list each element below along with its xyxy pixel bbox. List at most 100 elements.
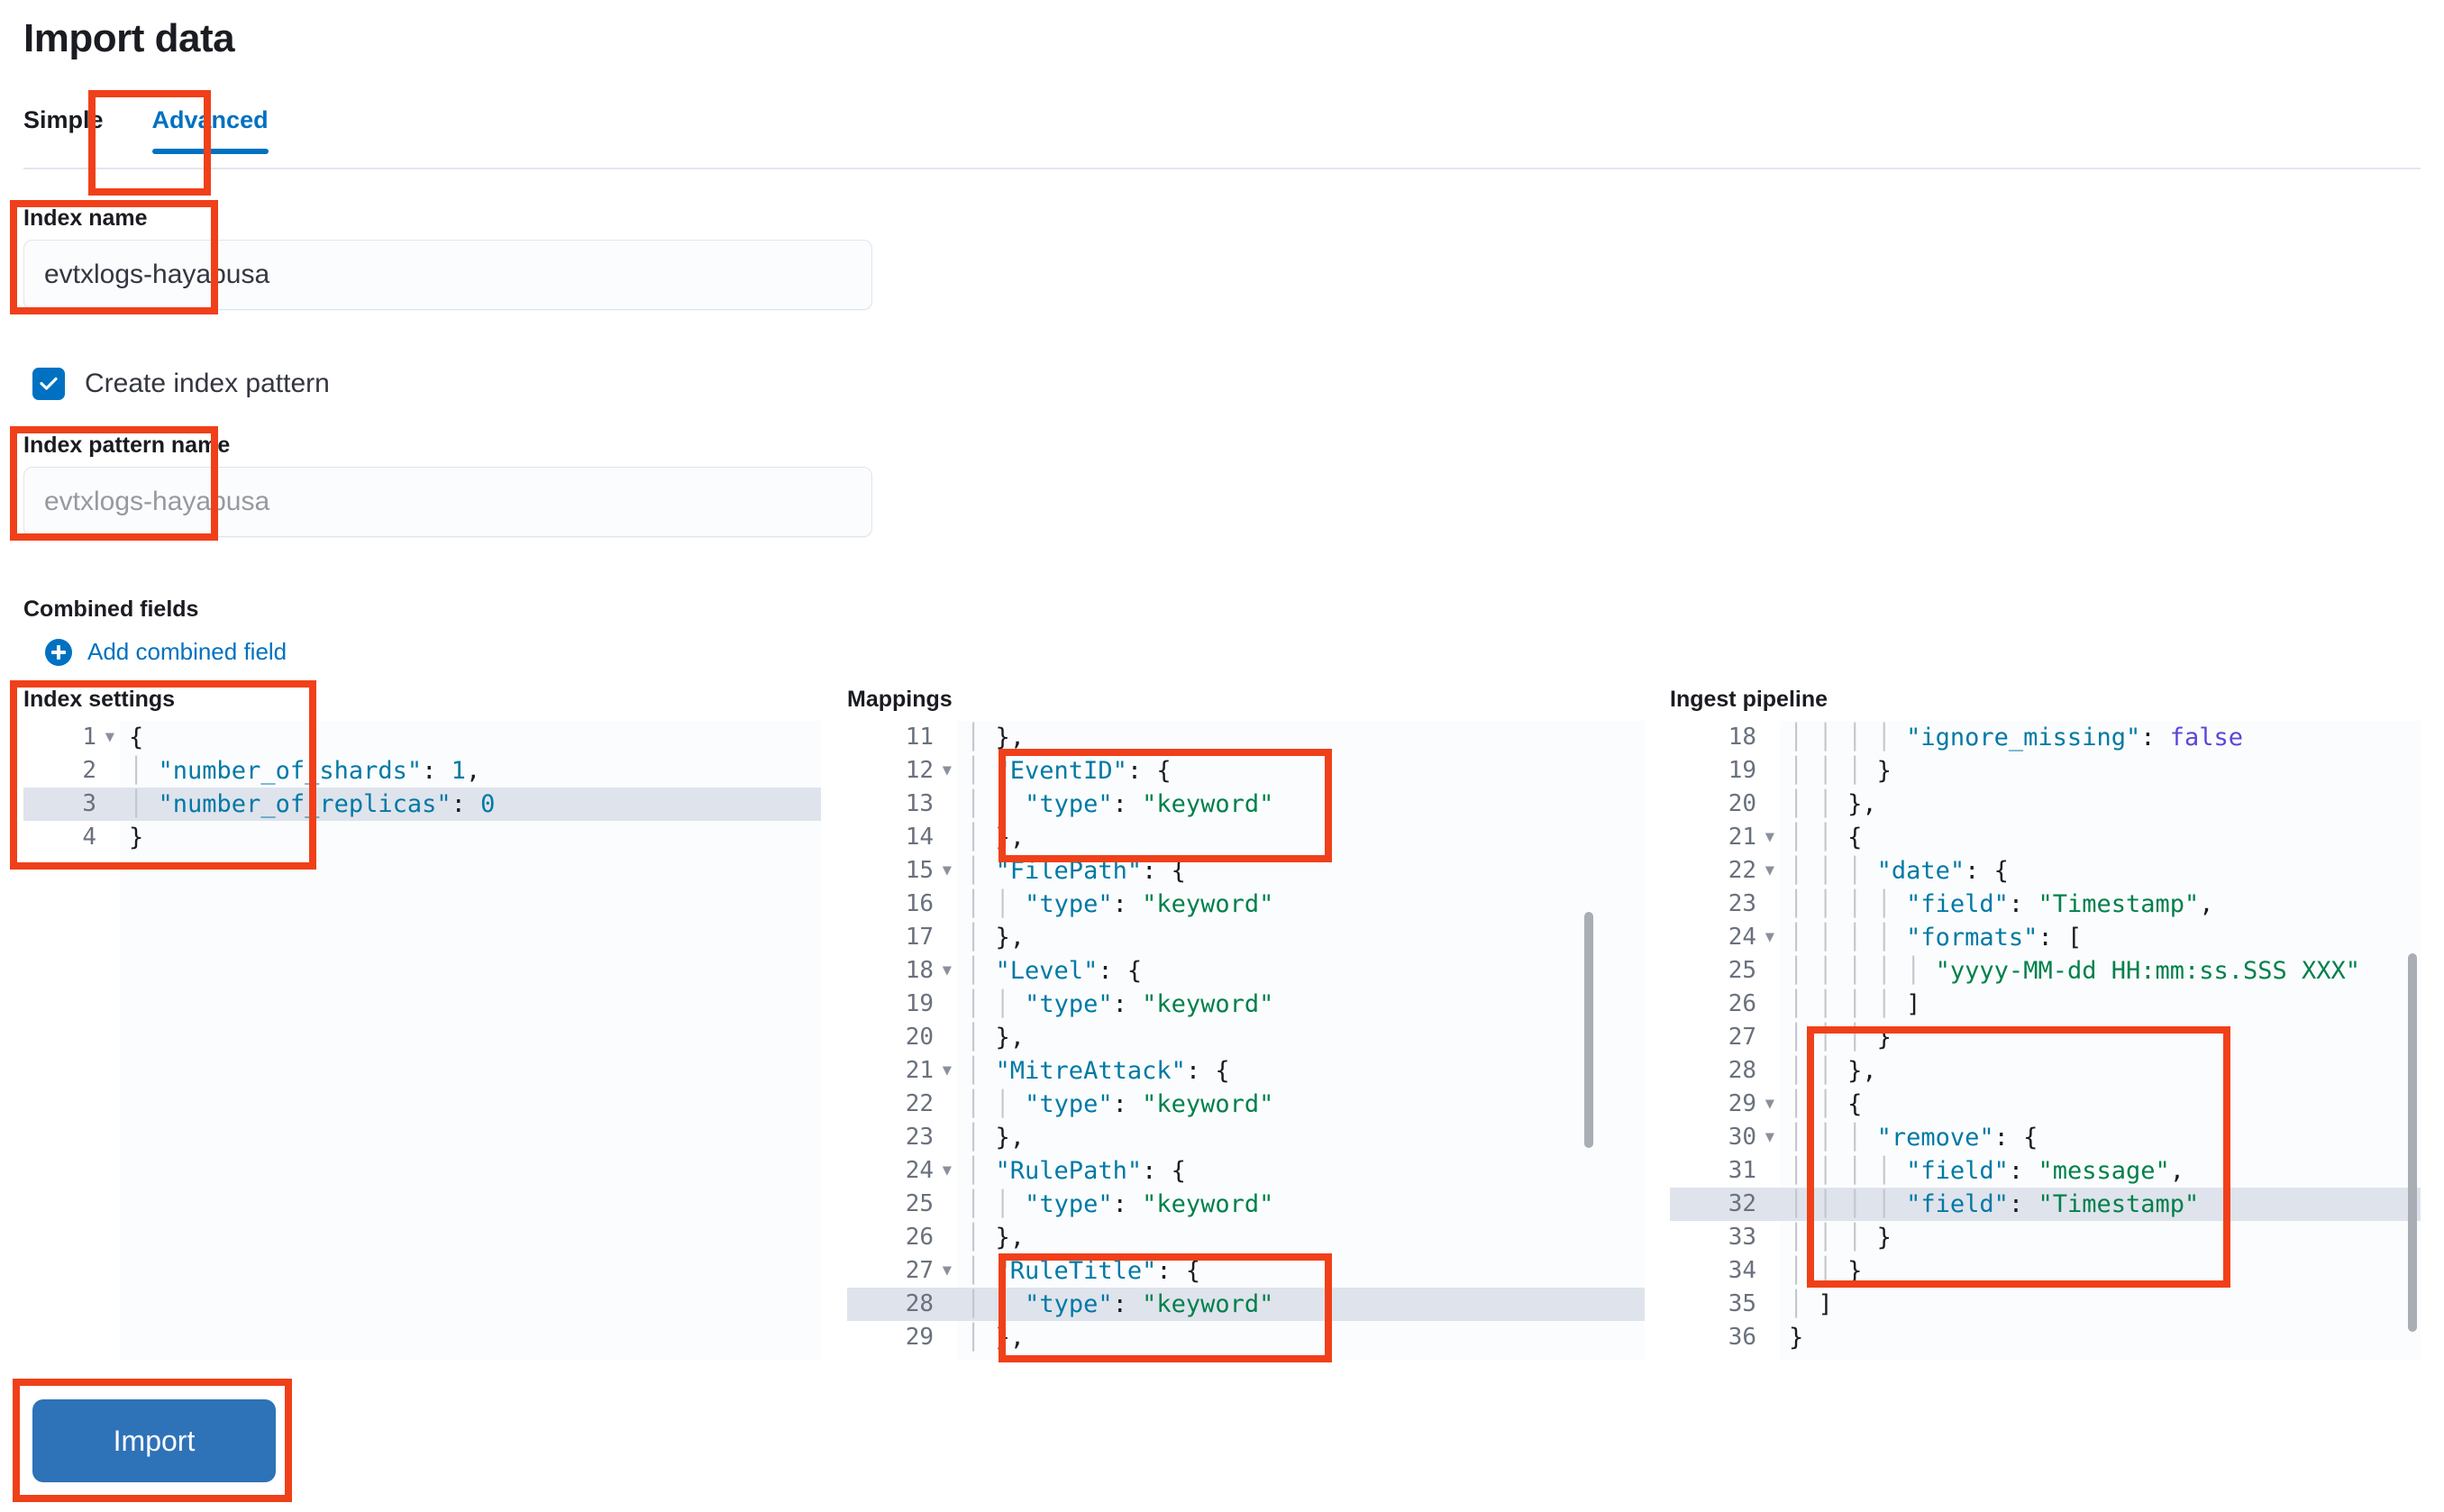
code-line[interactable]: │ │ │ }	[1789, 1024, 1892, 1052]
code-line[interactable]: │ },	[966, 1024, 1026, 1052]
code-line[interactable]: │ ]	[1789, 1290, 1833, 1318]
tab-simple[interactable]: Simple	[23, 106, 104, 133]
code-line[interactable]: │ │ "type": "keyword"	[966, 990, 1274, 1018]
code-line[interactable]: │ │ │ "date": {	[1789, 857, 2009, 885]
code-line[interactable]: │ "EventID": {	[966, 757, 1172, 785]
code-line[interactable]: │ │ "type": "keyword"	[966, 1090, 1274, 1118]
code-line[interactable]: │ },	[966, 824, 1026, 852]
fold-arrow-icon[interactable]: ▼	[942, 861, 952, 879]
code-line[interactable]: │ │ │ │ ]	[1789, 990, 1921, 1018]
tab-divider	[23, 168, 2421, 169]
line-number: 15▼	[847, 854, 957, 888]
code-line[interactable]: │ },	[966, 924, 1026, 952]
fold-arrow-icon[interactable]: ▼	[1765, 928, 1774, 946]
fold-arrow-icon[interactable]: ▼	[942, 1262, 952, 1280]
line-number: 18▼	[847, 954, 957, 988]
fold-arrow-icon[interactable]: ▼	[942, 1161, 952, 1180]
code-line[interactable]: │ },	[966, 1324, 1026, 1352]
code-line[interactable]: │ │ }	[1789, 1257, 1863, 1285]
fold-arrow-icon[interactable]: ▼	[105, 728, 114, 746]
create-index-pattern-checkbox-row[interactable]: Create index pattern	[32, 368, 330, 400]
line-number: 25	[905, 1190, 934, 1217]
create-index-pattern-label: Create index pattern	[85, 369, 330, 398]
line-number: 36	[1728, 1324, 1756, 1351]
fold-arrow-icon[interactable]: ▼	[1765, 1128, 1774, 1146]
code-line[interactable]: {	[129, 724, 144, 751]
code-line[interactable]: │ "Level": {	[966, 957, 1143, 985]
index-settings-title: Index settings	[23, 687, 176, 712]
line-number: 27▼	[847, 1254, 957, 1288]
checkbox-checked-icon[interactable]	[32, 368, 65, 400]
ingest-pipeline-title: Ingest pipeline	[1670, 687, 1828, 712]
fold-arrow-icon[interactable]: ▼	[1765, 1095, 1774, 1113]
code-line[interactable]: │ "number_of_shards": 1,	[129, 757, 481, 785]
fold-arrow-icon[interactable]: ▼	[1765, 828, 1774, 846]
line-number: 3	[23, 788, 120, 821]
fold-arrow-icon[interactable]: ▼	[942, 1061, 952, 1079]
code-area[interactable]: │ }, │ "EventID": { │ │ "type": "keyword" │…	[957, 721, 1645, 1361]
import-button[interactable]: Import	[32, 1399, 276, 1482]
tab-bar: Simple Advanced	[23, 99, 296, 154]
add-combined-field-label: Add combined field	[87, 638, 287, 665]
line-number: 26	[1728, 990, 1756, 1017]
line-number: 31	[1728, 1157, 1756, 1184]
code-line[interactable]: │ │ {	[1789, 824, 1863, 852]
line-number: 20	[905, 1024, 934, 1051]
code-line[interactable]: │ │ │ │ "field": "Timestamp"	[1780, 1188, 2421, 1221]
code-line[interactable]: │ │ "type": "keyword"	[966, 1190, 1274, 1218]
code-line[interactable]: │ },	[966, 724, 1026, 751]
code-line[interactable]: │ │ "type": "keyword"	[966, 790, 1274, 818]
fold-arrow-icon[interactable]: ▼	[942, 961, 952, 979]
line-number: 21▼	[847, 1054, 957, 1088]
line-number: 28	[847, 1288, 957, 1321]
code-line[interactable]: │ "RuleTitle": {	[966, 1257, 1201, 1285]
code-line[interactable]: │ │ "type": "keyword"	[966, 890, 1274, 918]
index-name-input[interactable]: evtxlogs-hayabusa	[23, 240, 872, 310]
line-number: 27	[1728, 1024, 1756, 1051]
code-line[interactable]: }	[129, 824, 144, 852]
line-number: 23	[1728, 890, 1756, 917]
code-line[interactable]: │ │ {	[1789, 1090, 1863, 1118]
add-combined-field-button[interactable]: Add combined field	[45, 638, 287, 666]
code-line[interactable]: │ │ │ │ "field": "Timestamp",	[1789, 890, 2214, 918]
fold-arrow-icon[interactable]: ▼	[942, 761, 952, 779]
ingest-pipeline-scrollbar[interactable]	[2408, 953, 2417, 1332]
line-number: 14	[905, 824, 934, 851]
line-number: 33	[1728, 1224, 1756, 1251]
fold-arrow-icon[interactable]: ▼	[1765, 861, 1774, 879]
code-line[interactable]: │ "FilePath": {	[966, 857, 1186, 885]
code-line[interactable]: │ │ │ "remove": {	[1789, 1124, 2038, 1152]
code-line[interactable]: }	[1789, 1324, 1804, 1352]
code-line[interactable]: │ │ │ │ "formats": [	[1789, 924, 2083, 952]
line-number: 12▼	[847, 754, 957, 788]
code-area[interactable]: │ │ │ │ "ignore_missing": false │ │ │ } │ …	[1780, 721, 2421, 1361]
line-number: 22	[905, 1090, 934, 1117]
index-pattern-name-input[interactable]: evtxlogs-hayabusa	[23, 467, 872, 537]
code-line[interactable]: │ "RulePath": {	[966, 1157, 1186, 1185]
code-line[interactable]: │ │ },	[1789, 1057, 1877, 1085]
code-line[interactable]: │ │ │ }	[1789, 757, 1892, 785]
line-number: 22▼	[1670, 854, 1780, 888]
code-line[interactable]: │ },	[966, 1224, 1026, 1252]
code-line[interactable]: │ │ "type": "keyword"	[957, 1288, 1645, 1321]
code-line[interactable]: │ },	[966, 1124, 1026, 1152]
code-line[interactable]: │ │ │ │ "field": "message",	[1789, 1157, 2185, 1185]
code-line[interactable]: │ "MitreAttack": {	[966, 1057, 1230, 1085]
code-line[interactable]: │ │ │ │ "ignore_missing": false	[1789, 724, 2244, 751]
code-line[interactable]: │ │ │ │ │ "yyyy-MM-dd HH:mm:ss.SSS XXX"	[1789, 957, 2361, 985]
mappings-scrollbar[interactable]	[1584, 912, 1593, 1148]
code-line[interactable]: │ "number_of_replicas": 0	[120, 788, 821, 821]
line-number: 29	[905, 1324, 934, 1351]
line-number: 24▼	[1670, 921, 1780, 954]
code-area[interactable]: { │ "number_of_shards": 1, │ "number_of_re…	[120, 721, 821, 1361]
tab-advanced[interactable]: Advanced	[127, 99, 296, 154]
code-line[interactable]: │ │ },	[1789, 790, 1877, 818]
code-line[interactable]: │ │ │ }	[1789, 1224, 1892, 1252]
combined-fields-label: Combined fields	[23, 597, 199, 622]
